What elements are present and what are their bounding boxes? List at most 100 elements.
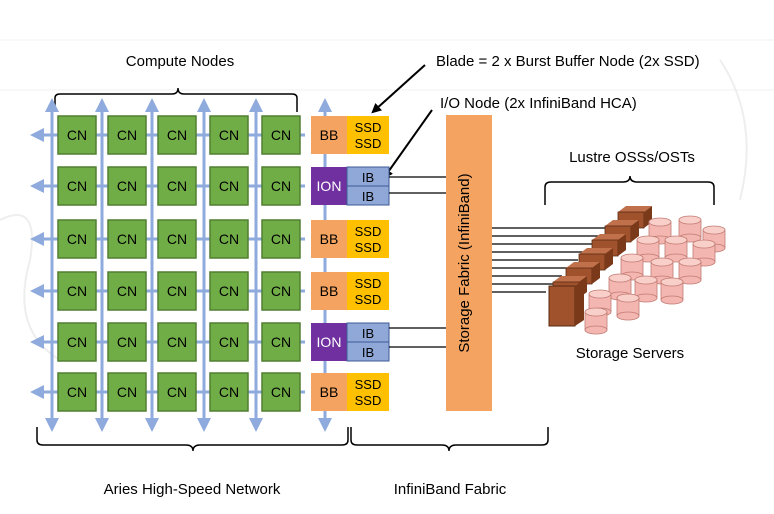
disk-top: [608, 273, 632, 283]
compute-node-box: [157, 372, 197, 412]
burst-buffer-label: BB: [320, 127, 339, 143]
ib-hca-box: [346, 341, 390, 362]
server-side: [605, 248, 613, 270]
compute-node-label: CN: [117, 334, 137, 350]
disk-top: [634, 275, 658, 285]
storage-fabric-bar: [446, 115, 492, 411]
compute-node-label: CN: [67, 384, 87, 400]
compute-node-box: [157, 271, 197, 311]
compute-node-label: CN: [219, 127, 239, 143]
disk-bottom: [616, 311, 640, 321]
disk-top: [660, 277, 684, 287]
compute-node-label: CN: [271, 384, 291, 400]
compute-node-box: [107, 372, 147, 412]
compute-node-box: [107, 166, 147, 206]
compute-node-label: CN: [271, 334, 291, 350]
compute-node-label: CN: [167, 283, 187, 299]
compute-node-box: [157, 166, 197, 206]
arrow-down-icon: [197, 418, 211, 432]
server-side: [592, 262, 600, 284]
compute-node-box: [107, 271, 147, 311]
arrow-down-icon: [95, 418, 109, 432]
compute-node-label: CN: [219, 231, 239, 247]
disk-bottom: [660, 295, 684, 305]
ssd-box: [347, 373, 389, 411]
infiniband-brace: [350, 427, 549, 452]
io-node-arrow: [383, 109, 433, 180]
compute-node-label: CN: [167, 127, 187, 143]
compute-node-box: [209, 271, 249, 311]
compute-node-label: CN: [219, 178, 239, 194]
ssd-label: SSD: [355, 240, 382, 255]
server-side: [575, 280, 584, 326]
compute-node-box: [57, 166, 97, 206]
disk-top: [692, 239, 716, 249]
io-node-label: ION: [317, 334, 342, 350]
compute-node-box: [157, 115, 197, 155]
compute-node-box: [157, 322, 197, 362]
burst-buffer-box: [311, 272, 347, 310]
blade-label: Blade = 2 x Burst Buffer Node (2x SSD): [436, 53, 700, 70]
compute-node-label: CN: [67, 283, 87, 299]
disk-top: [650, 257, 674, 267]
lustre-brace: [544, 175, 715, 205]
compute-node-box: [261, 271, 301, 311]
arrow-up-icon: [45, 98, 59, 112]
burst-buffer-label: BB: [320, 384, 339, 400]
arrow-up-icon: [197, 98, 211, 112]
compute-node-box: [107, 219, 147, 259]
ssd-box: [347, 220, 389, 258]
disk-top: [678, 257, 702, 267]
ssd-label: SSD: [355, 377, 382, 392]
compute-node-label: CN: [117, 283, 137, 299]
compute-node-label: CN: [219, 384, 239, 400]
compute-node-label: CN: [167, 231, 187, 247]
ssd-label: SSD: [355, 276, 382, 291]
compute-node-box: [57, 322, 97, 362]
storage-fabric-label: Storage Fabric (InfiniBand): [456, 173, 473, 352]
compute-node-box: [209, 166, 249, 206]
disk-top: [636, 235, 660, 245]
compute-node-box: [261, 115, 301, 155]
server-top: [566, 262, 600, 268]
ssd-box: [347, 272, 389, 310]
compute-node-box: [261, 166, 301, 206]
compute-node-label: CN: [219, 334, 239, 350]
ib-label: IB: [362, 345, 374, 360]
compute-nodes-label: Compute Nodes: [126, 53, 234, 70]
disk-top: [678, 215, 702, 225]
disk-top: [584, 307, 608, 317]
arrow-down-icon: [45, 418, 59, 432]
compute-node-box: [209, 115, 249, 155]
server-top: [618, 206, 652, 212]
arrow-up-icon: [249, 98, 263, 112]
compute-node-box: [157, 219, 197, 259]
aries-brace: [36, 427, 349, 452]
ib-label: IB: [362, 189, 374, 204]
arrow-left-icon: [30, 179, 44, 193]
compute-node-label: CN: [117, 231, 137, 247]
burst-buffer-box: [311, 116, 347, 154]
compute-node-label: CN: [67, 334, 87, 350]
arrow-left-icon: [30, 284, 44, 298]
compute-node-box: [209, 322, 249, 362]
burst-buffer-box: [311, 373, 347, 411]
disk-top: [648, 217, 672, 227]
arrow-down-icon: [249, 418, 263, 432]
ssd-box: [347, 116, 389, 154]
burst-buffer-label: BB: [320, 231, 339, 247]
ib-hca-box: [346, 185, 390, 206]
compute-node-label: CN: [271, 231, 291, 247]
compute-node-box: [57, 271, 97, 311]
compute-node-box: [261, 219, 301, 259]
ssd-label: SSD: [355, 393, 382, 408]
compute-node-box: [107, 115, 147, 155]
aries-label: Aries High-Speed Network: [104, 481, 281, 498]
compute-node-box: [57, 219, 97, 259]
arrow-up-icon: [145, 98, 159, 112]
compute-node-label: CN: [117, 384, 137, 400]
storage-servers-label: Storage Servers: [576, 345, 684, 362]
compute-node-label: CN: [271, 178, 291, 194]
disk-top: [702, 225, 726, 235]
